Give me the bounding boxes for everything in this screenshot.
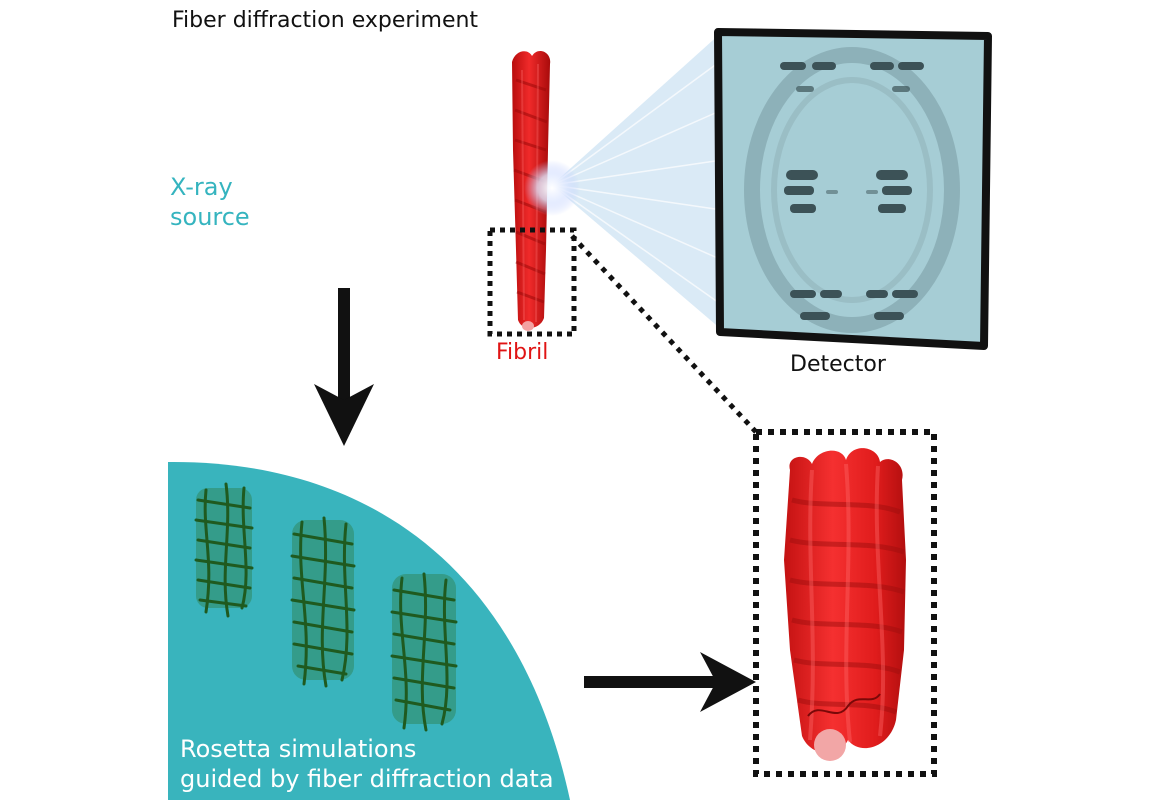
xray-source-label-line2: source [170, 203, 250, 231]
rosetta-caption-line1: Rosetta simulations [180, 735, 417, 763]
model-1 [194, 482, 254, 618]
rosetta-caption-line2: guided by fiber diffraction data [180, 765, 554, 793]
zoom-box [753, 429, 937, 777]
right-arrow [584, 652, 756, 712]
rosetta-caption: Rosetta simulations guided by fiber diff… [180, 734, 554, 794]
model-2 [290, 516, 356, 688]
diffraction-cone [551, 32, 723, 330]
detector-label: Detector [790, 352, 886, 377]
detector [714, 28, 992, 350]
simulation-models [194, 482, 458, 732]
diagram-title: Fiber diffraction experiment [172, 8, 479, 33]
rosetta-region [168, 461, 570, 800]
xray-source-label: X-ray source [170, 172, 250, 232]
diffraction-pattern [744, 47, 960, 333]
fibril-label: Fibril [496, 340, 549, 365]
model-3 [390, 572, 458, 732]
scatter-glow [524, 160, 580, 216]
down-arrow [314, 288, 374, 446]
zoom-connector [570, 234, 758, 434]
fibril-zoomed [784, 448, 906, 761]
fibril-zoom-box [487, 227, 577, 337]
xray-source-label-line1: X-ray [170, 173, 233, 201]
